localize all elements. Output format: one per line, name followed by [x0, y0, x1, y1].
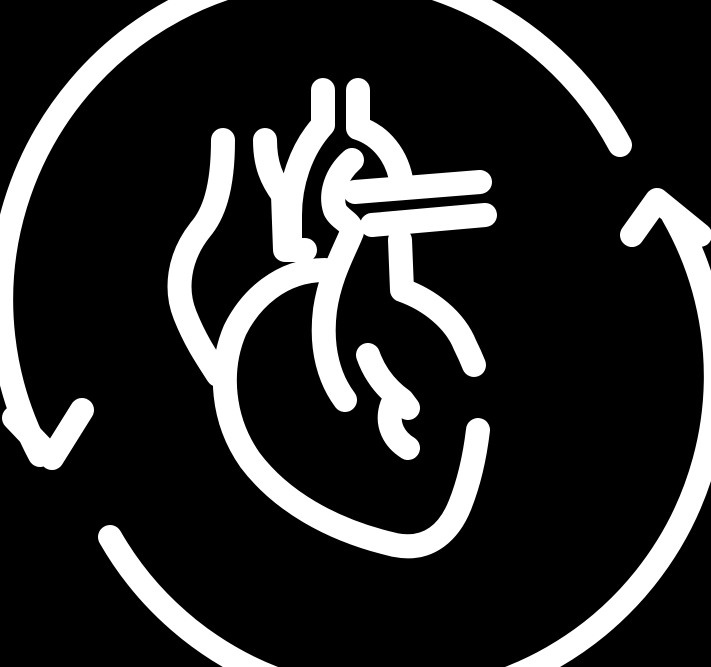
upper-arc — [0, 0, 632, 467]
left-vessel — [167, 128, 235, 387]
pulmonary-s — [311, 148, 364, 412]
heart-body — [212, 258, 490, 559]
inner-branch-lower — [377, 393, 420, 460]
upper-horizontal-vessel — [343, 170, 492, 204]
heart-icon — [167, 78, 497, 559]
aortic-arch — [346, 78, 414, 197]
left-arrowhead-icon — [2, 398, 94, 470]
right-ventricle — [388, 228, 486, 377]
right-arrowhead-icon — [620, 188, 711, 247]
aorta — [278, 78, 335, 259]
lower-horizontal-vessel — [360, 203, 497, 237]
lower-arc — [98, 203, 711, 667]
